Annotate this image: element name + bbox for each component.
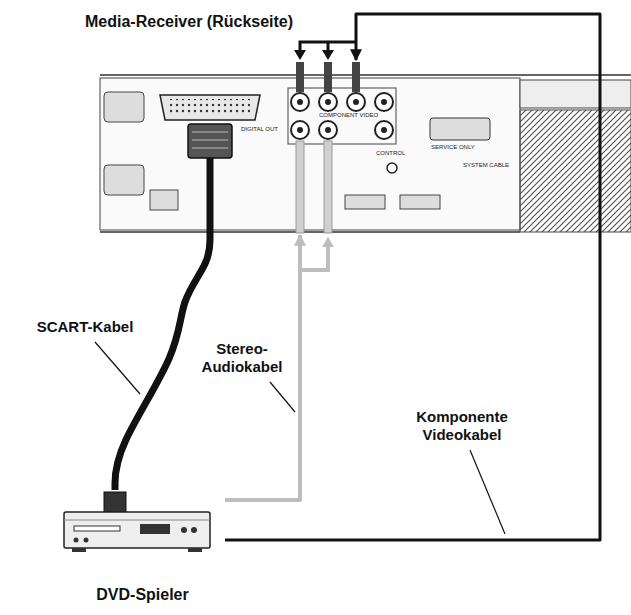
receiver-panel-drawing [345, 195, 385, 209]
scart-plug [188, 124, 232, 235]
scart-plug [207, 158, 214, 235]
receiver-panel-drawing [400, 195, 440, 209]
receiver-panel-drawing [288, 88, 396, 144]
receiver-panel-drawing [297, 99, 303, 105]
receiver-panel-drawing [520, 80, 631, 108]
component-plugs [352, 62, 360, 92]
receiver-panel-drawing [520, 110, 631, 232]
dvd-player-drawing [64, 492, 210, 552]
receiver-panel-drawing [375, 121, 393, 139]
dvd-player-drawing [72, 548, 86, 552]
port-label: SYSTEM CABLE [462, 162, 510, 169]
dvd-player-drawing [188, 548, 202, 552]
receiver-panel-drawing [319, 121, 337, 139]
receiver-panel-drawing [381, 127, 387, 133]
audio-plugs [300, 245, 328, 270]
component-plugs [294, 42, 360, 92]
leader-lines [470, 450, 505, 534]
receiver-panel-drawing [375, 93, 393, 111]
port-label: SERVICE ONLY [430, 144, 476, 151]
receiver-panel-drawing [291, 93, 309, 111]
receiver-panel-drawing [297, 127, 303, 133]
cable-label: Stereo- Audiokabel [195, 340, 289, 376]
receiver-panel-drawing [297, 99, 387, 133]
leader-lines [95, 342, 140, 394]
dvd-player-drawing [140, 524, 170, 534]
leader-lines [270, 382, 295, 412]
receiver-panel-drawing [170, 99, 250, 115]
dvd-player-drawing [74, 526, 120, 531]
audio-plugs [324, 141, 332, 233]
cable-label: SCART-Kabel [28, 318, 142, 336]
receiver-panel-drawing [150, 190, 178, 210]
port-label: COMPONENT VIDEO [318, 112, 379, 119]
receiver-panel-drawing [291, 93, 393, 139]
dvd-player-drawing [64, 520, 210, 521]
dvd-player-drawing [74, 538, 79, 543]
panel-heading: Media-Receiver (Rückseite) [85, 12, 293, 31]
receiver-panel-drawing [353, 99, 359, 105]
audio-plugs [322, 237, 334, 247]
receiver-panel-drawing [100, 75, 631, 232]
dvd-player: DVD-Spieler [60, 490, 225, 610]
port-label: DIGITAL OUT [240, 126, 279, 133]
receiver-panel-drawing [160, 95, 260, 120]
receiver-panel-drawing [104, 165, 144, 195]
scart-plug [188, 124, 232, 158]
receiver-panel-drawing [291, 121, 309, 139]
port-label: CONTROL [375, 150, 406, 157]
component-plugs [294, 50, 306, 60]
receiver-panel: Media-Receiver (Rückseite) [100, 60, 631, 235]
receiver-panel-drawing [325, 127, 331, 133]
receiver-panel-drawing [430, 118, 490, 140]
receiver-panel-drawing [347, 93, 365, 111]
scart-plug [192, 132, 228, 148]
component-plugs [324, 62, 332, 92]
cable-label: Komponente Videokabel [398, 408, 526, 444]
dvd-player-drawing [191, 527, 197, 533]
receiver-panel-drawing [381, 99, 387, 105]
dvd-player-drawing [84, 538, 89, 543]
receiver-panel-drawing [100, 78, 520, 230]
receiver-panel-drawing [100, 75, 631, 232]
dvd-player-drawing [64, 512, 210, 548]
dvd-player-drawing [181, 527, 187, 533]
dvd-player-drawing [104, 492, 126, 512]
device-name: DVD-Spieler [60, 585, 225, 604]
audio-plugs [296, 141, 304, 233]
receiver-panel-drawing [387, 163, 397, 173]
component-cable [225, 14, 600, 540]
receiver-panel-drawing [319, 93, 337, 111]
component-plugs [322, 50, 334, 60]
component-plugs [296, 62, 304, 92]
receiver-panel-drawing [325, 99, 331, 105]
receiver-panel-drawing [104, 92, 144, 122]
